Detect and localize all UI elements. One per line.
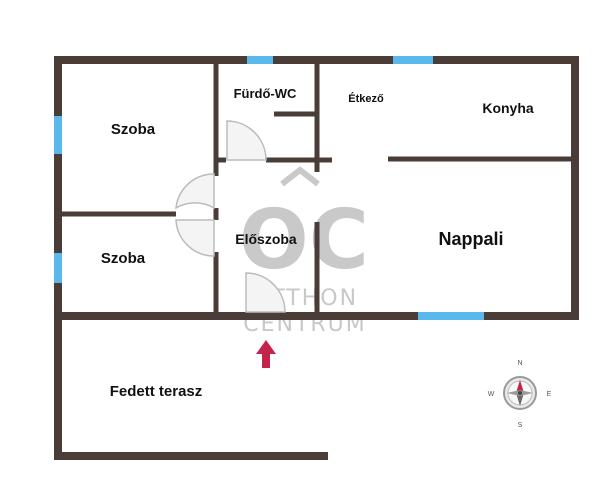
window-top-etkezo [393, 56, 433, 64]
room-label-szoba-2: Szoba [101, 250, 146, 267]
room-label-konyha: Konyha [482, 100, 534, 116]
watermark-roof-icon [280, 166, 320, 187]
room-label-terasz: Fedett terasz [110, 383, 203, 400]
window-left-szoba2 [54, 253, 62, 283]
room-label-szoba-1: Szoba [111, 121, 156, 138]
room-label-furdo: Fürdő-WC [234, 86, 297, 101]
window-top-furdo [247, 56, 273, 64]
doors [175, 120, 286, 313]
room-label-eloszoba: Előszoba [235, 231, 297, 247]
compass-east: E [547, 391, 552, 398]
compass-west: W [488, 391, 495, 398]
room-label-etkezo: Étkező [348, 92, 384, 105]
door-entrance [245, 272, 286, 313]
compass-rose-icon: N S E W [488, 360, 552, 429]
compass-south: S [518, 422, 523, 429]
entrance-arrow-icon [256, 340, 276, 368]
door-furdo [226, 120, 267, 161]
room-label-nappali: Nappali [438, 229, 503, 249]
inner-walls [60, 62, 573, 314]
room-labels: Szoba Szoba Fürdő-WC Étkező Konyha Elősz… [101, 86, 534, 400]
window-bottom-nappali [418, 312, 484, 320]
window-left-szoba1 [54, 116, 62, 154]
door-szoba2 [175, 219, 215, 257]
door-szoba1 [175, 173, 215, 210]
compass-north: N [517, 360, 522, 367]
watermark-logo: OC [239, 193, 369, 288]
windows [54, 56, 484, 320]
